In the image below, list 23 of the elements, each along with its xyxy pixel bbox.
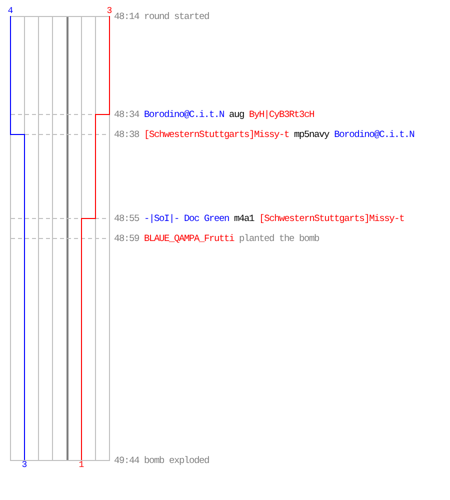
- player-count: 3: [22, 461, 28, 470]
- player-name: ByH|CyB3Rt3cH: [249, 109, 314, 120]
- player-name: Borodino@C.i.t.N: [334, 129, 414, 140]
- player-name: -|SoI|- Doc Green: [144, 213, 230, 224]
- player-count: 1: [78, 461, 84, 470]
- event-time: 48:55: [114, 213, 140, 224]
- player-count: 3: [106, 7, 112, 16]
- player-count: 4: [8, 7, 14, 16]
- player-name: BLAUE_QAMPA_Frutti: [144, 233, 234, 244]
- player-name: Borodino@C.i.t.N: [144, 109, 224, 120]
- event-time: 49:44: [114, 455, 140, 466]
- event-text: bomb exploded: [144, 455, 210, 466]
- player-name: [SchwesternStuttgarts]Missy-t: [259, 213, 404, 224]
- weapon-name: mp5navy: [294, 129, 330, 140]
- event-text: round started: [144, 11, 210, 22]
- event-time: 48:34: [114, 109, 140, 120]
- event-time: 48:38: [114, 129, 140, 140]
- weapon-name: m4a1: [234, 213, 254, 224]
- event-text: planted the bomb: [239, 233, 320, 244]
- event-time: 48:59: [114, 233, 140, 244]
- event-time: 48:14: [114, 11, 140, 22]
- weapon-name: aug: [229, 109, 244, 120]
- player-name: [SchwesternStuttgarts]Missy-t: [144, 129, 290, 140]
